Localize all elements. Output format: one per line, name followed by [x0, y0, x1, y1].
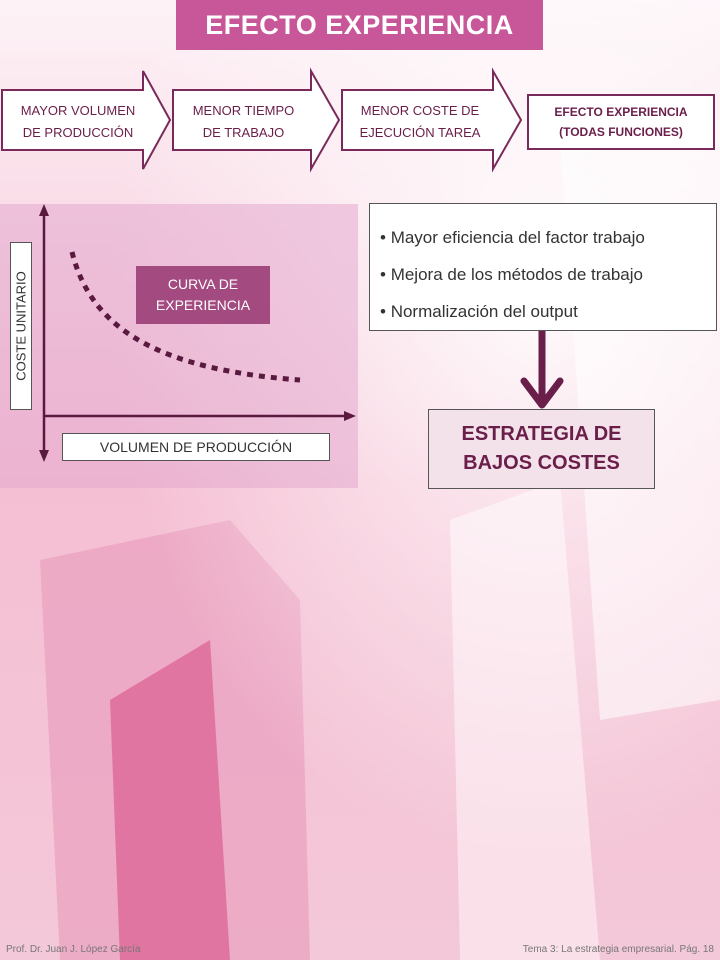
flow-step-3-line1: MENOR COSTE DE: [360, 103, 480, 118]
flow-arrows: [1, 67, 523, 173]
strategy-line1: ESTRATEGIA DE: [461, 423, 622, 445]
x-axis-label: VOLUMEN DE PRODUCCIÓN: [62, 433, 330, 461]
footer-author: Prof. Dr. Juan J. López García: [6, 944, 141, 955]
y-axis-arrowhead: [39, 204, 49, 216]
benefit-item: • Mayor eficiencia del factor trabajo: [380, 228, 645, 247]
x-axis-arrowhead: [344, 411, 356, 421]
experience-curve-chart: [39, 204, 356, 462]
strategy-line2: BAJOS COSTES: [463, 452, 620, 474]
down-arrow-icon: [520, 331, 564, 409]
footer-page: Tema 3: La estrategia empresarial. Pág. …: [522, 944, 714, 955]
y-axis-label: COSTE UNITARIO: [10, 242, 32, 410]
benefit-item-text: Mejora de los métodos de trabajo: [390, 265, 643, 284]
y-axis-label-text: COSTE UNITARIO: [13, 271, 29, 381]
flow-step-2: MENOR TIEMPO DE TRABAJO: [176, 100, 311, 144]
flow-step-1-line2: DE PRODUCCIÓN: [22, 125, 134, 140]
page-title: EFECTO EXPERIENCIA: [176, 0, 543, 50]
experience-curve: [69, 251, 301, 383]
flow-step-2-line2: DE TRABAJO: [202, 125, 285, 140]
benefits-list: • Mayor eficiencia del factor trabajo • …: [369, 203, 717, 331]
flow-step-3-line2: EJECUCIÓN TAREA: [359, 125, 481, 140]
flow-step-1-line1: MAYOR VOLUMEN: [20, 103, 136, 118]
flow-result-box: EFECTO EXPERIENCIA (TODAS FUNCIONES): [527, 94, 715, 150]
benefit-item-text: Mayor eficiencia del factor trabajo: [390, 228, 645, 247]
flow-step-2-line1: MENOR TIEMPO: [192, 103, 295, 118]
flow-arrow-3: [341, 67, 523, 173]
flow-arrow-1: [1, 70, 172, 170]
strategy-box: ESTRATEGIA DE BAJOS COSTES: [428, 409, 655, 489]
flow-result-line1: EFECTO EXPERIENCIA: [554, 105, 688, 119]
curve-label: CURVA DE EXPERIENCIA: [136, 266, 270, 324]
flow-result-line2: (TODAS FUNCIONES): [559, 125, 683, 139]
benefit-item: • Normalización del output: [380, 302, 578, 321]
curve-label-line1: CURVA DE: [167, 276, 239, 292]
flow-step-3: MENOR COSTE DE EJECUCIÓN TAREA: [345, 100, 495, 144]
y-axis-down-arrowhead: [39, 450, 49, 462]
flow-step-1: MAYOR VOLUMEN DE PRODUCCIÓN: [8, 100, 148, 144]
flow-arrow-2: [172, 67, 341, 173]
benefit-item-text: Normalización del output: [390, 302, 578, 321]
curve-label-line2: EXPERIENCIA: [155, 297, 251, 313]
benefit-item: • Mejora de los métodos de trabajo: [380, 265, 643, 284]
